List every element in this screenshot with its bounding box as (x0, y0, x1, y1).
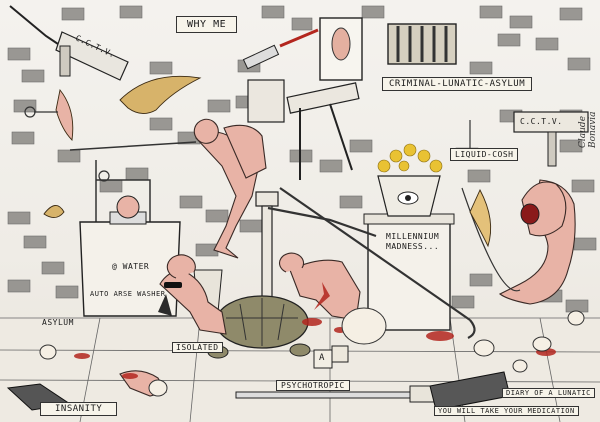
at-water-label: @ WATER (112, 262, 150, 271)
flowers (377, 143, 443, 173)
cctv-right-label: C.C.T.V. (520, 117, 563, 126)
screaming-mouth (520, 203, 540, 225)
millennium-pedestal (363, 175, 455, 331)
cube-letter: A (319, 353, 325, 363)
cctv-camera-left (55, 31, 129, 81)
liquid-cosh-sign: LIQUID-COSH (450, 148, 519, 161)
artist-signature: Claude Bonavia (578, 111, 598, 148)
broken-eggs (39, 307, 585, 397)
why-me-sign: WHY ME (176, 16, 238, 33)
isolated-label: ISOLATED (172, 342, 223, 353)
syringe-top (242, 28, 319, 70)
framed-portrait (319, 17, 363, 81)
medication-label: YOU WILL TAKE YOUR MEDICATION (434, 406, 579, 416)
diary-label: DIARY OF A LUNATIC (502, 388, 595, 398)
barred-window (387, 23, 457, 65)
wall-keys (24, 106, 110, 182)
psychotropic-label: PSYCHOTROPIC (276, 380, 350, 391)
diary-book (429, 371, 511, 411)
asylum-small-label: ASYLUM (42, 318, 74, 327)
insanity-label: INSANITY (40, 402, 118, 416)
shower-pipe (69, 141, 197, 222)
hook-pole (267, 187, 476, 339)
auto-arse-washer-label: AUTO ARSE WASHER (90, 290, 166, 298)
flying-creatures (43, 75, 492, 248)
sunglasses (158, 282, 182, 316)
arse-washer-box (79, 195, 181, 317)
pipe-structure (247, 79, 360, 301)
brick-wall (7, 5, 597, 313)
cctv-camera-right (513, 111, 589, 167)
letter-cube (313, 345, 349, 369)
millennium-madness-label: MILLENNIUM MADNESS... (386, 232, 440, 251)
asylum-sign: CRIMINAL-LUNATIC-ASYLUM (382, 77, 533, 91)
drip-line (461, 120, 521, 292)
